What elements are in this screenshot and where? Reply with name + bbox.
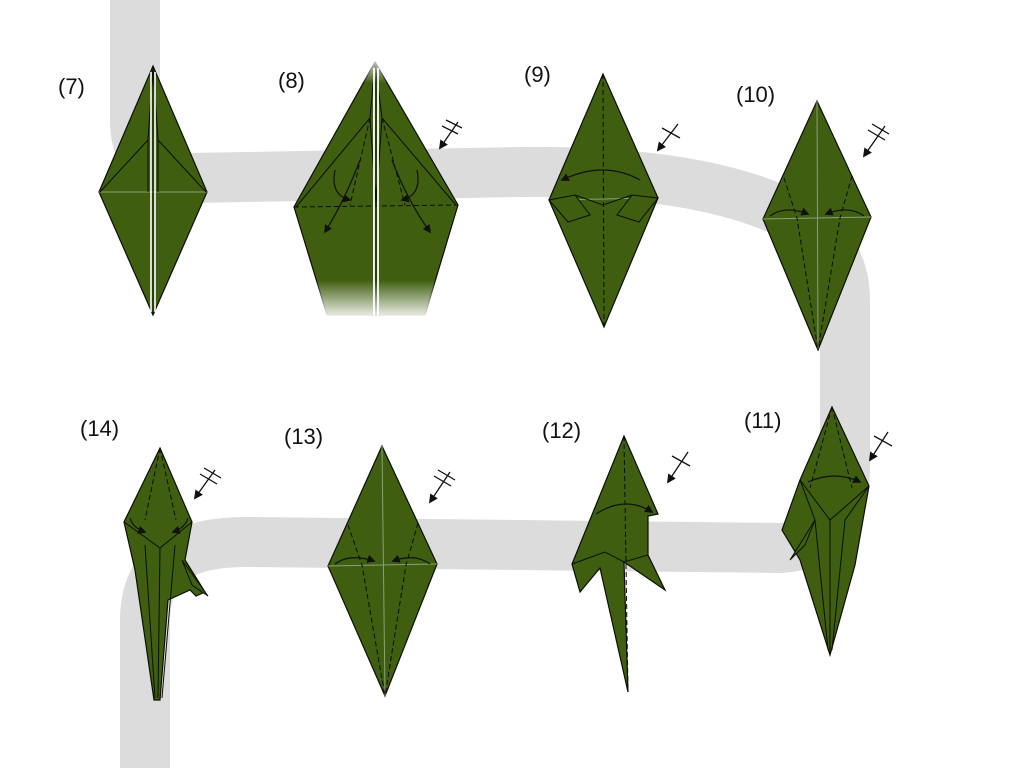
step-8-figure: [293, 55, 463, 320]
step-8-label: (8): [278, 68, 305, 93]
step-13-label: (13): [284, 424, 324, 449]
step-9-figure: [548, 72, 681, 329]
step-11-figure: [781, 405, 893, 658]
step-12-label: (12): [542, 418, 582, 443]
step-14-figure: [123, 446, 222, 701]
step-11-label: (11): [744, 408, 782, 433]
step-10-figure: [762, 99, 890, 352]
step-7-figure: [98, 64, 208, 317]
step-10-label: (10): [736, 82, 776, 107]
step-14-label: (14): [80, 416, 120, 441]
flow-path: [110, 0, 870, 768]
step-7-label: (7): [58, 74, 85, 99]
step-13-figure: [327, 444, 456, 698]
step-9-label: (9): [524, 62, 551, 87]
step-12-figure: [571, 434, 691, 693]
